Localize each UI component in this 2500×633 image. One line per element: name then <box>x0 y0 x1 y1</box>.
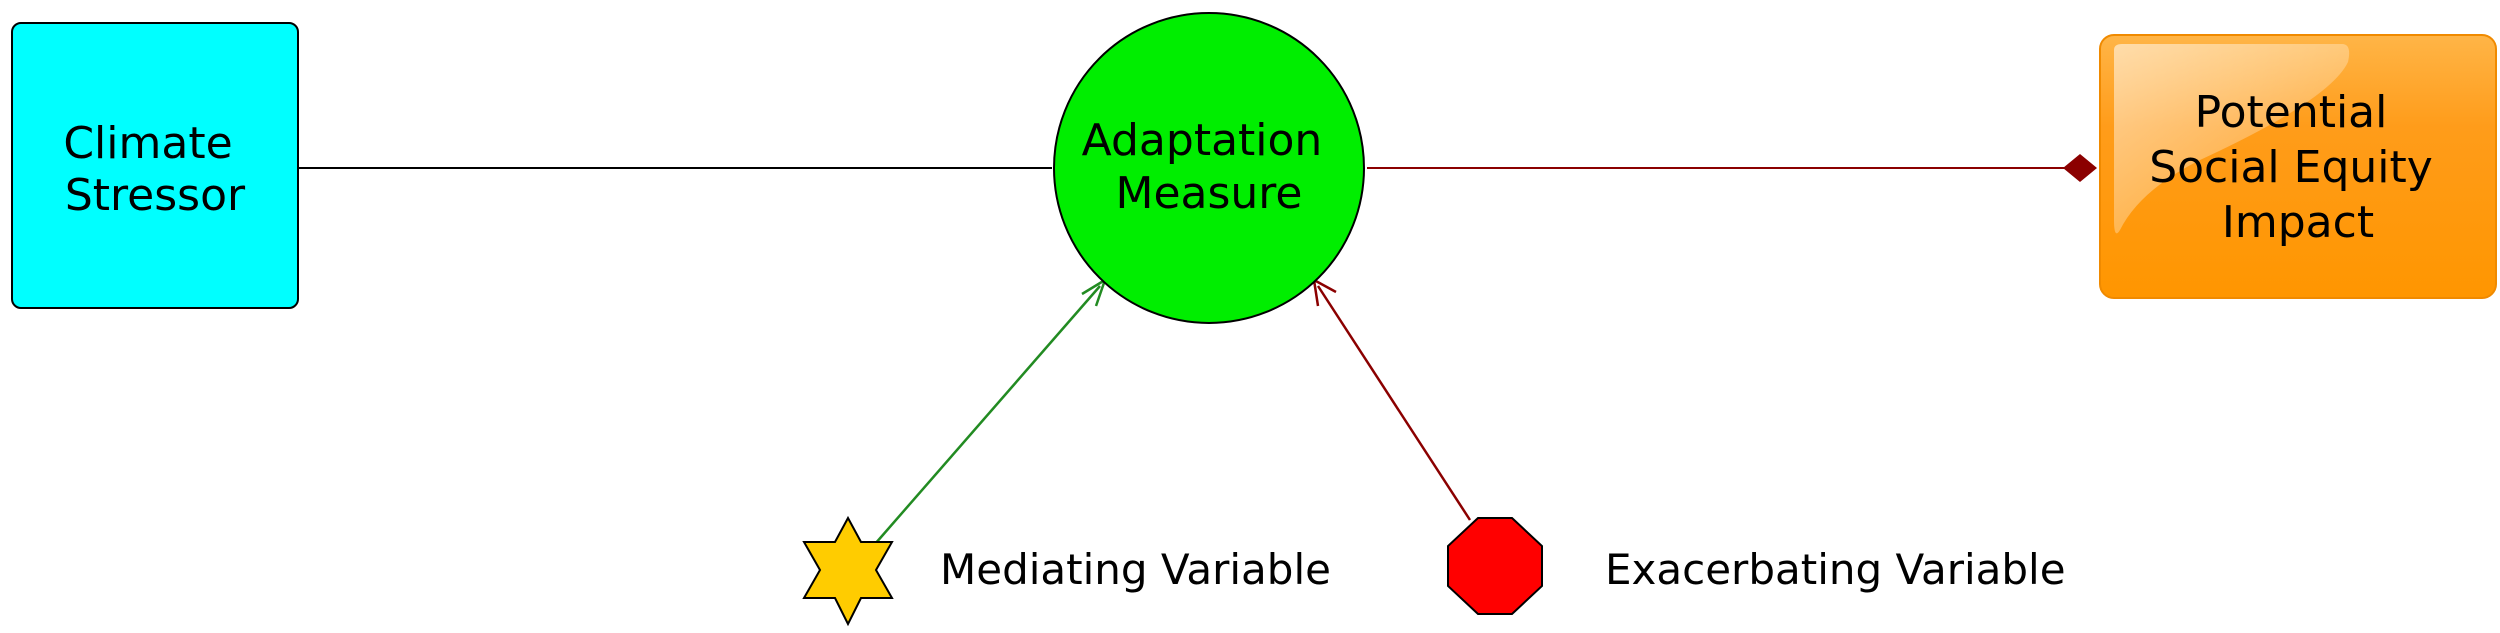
social-equity-impact-label: Potential Social Equity Impact <box>2149 87 2447 248</box>
mediating-variable-legend: Mediating Variable <box>802 515 1331 627</box>
climate-stressor-node[interactable]: Climate Stressor <box>11 22 299 309</box>
exacerbating-link <box>1316 285 1472 521</box>
adaptation-measure-label-line-2: Measure <box>1116 168 1303 219</box>
mediating-variable-label: Mediating Variable <box>940 545 1331 594</box>
mediating-star-icon <box>802 515 894 627</box>
social-equity-impact-label-line-1: Potential <box>2195 87 2388 138</box>
exacerbating-variable-label: Exacerbating Variable <box>1605 545 2066 594</box>
mediating-link <box>874 285 1101 545</box>
adaptation-measure-label-line-1: Adaptation <box>1082 115 1323 166</box>
social-equity-impact-node[interactable]: Potential Social Equity Impact <box>2099 34 2497 299</box>
impact-diamond-marker <box>2063 154 2097 182</box>
adaptation-measure-circle <box>1053 12 1365 324</box>
adaptation-measure-node[interactable]: Adaptation Measure <box>1053 12 1365 324</box>
adaptation-measure-label: Adaptation Measure <box>1082 115 1337 219</box>
social-equity-impact-label-line-3: Impact <box>2222 197 2374 248</box>
exacerbating-variable-legend: Exacerbating Variable <box>1447 517 2066 615</box>
mediating-arrowhead <box>1081 278 1107 307</box>
climate-stressor-label-line-2: Stressor <box>65 170 246 221</box>
climate-stressor-label: Climate Stressor <box>63 118 246 221</box>
impact-gloss-highlight <box>2114 44 2350 234</box>
social-equity-impact-label-line-2: Social Equity <box>2149 142 2433 193</box>
exacerbating-arrowhead <box>1312 278 1337 307</box>
climate-stressor-label-line-1: Climate <box>63 118 232 169</box>
exacerbating-octagon-icon <box>1447 517 1543 615</box>
climate-stressor-box <box>11 22 299 309</box>
